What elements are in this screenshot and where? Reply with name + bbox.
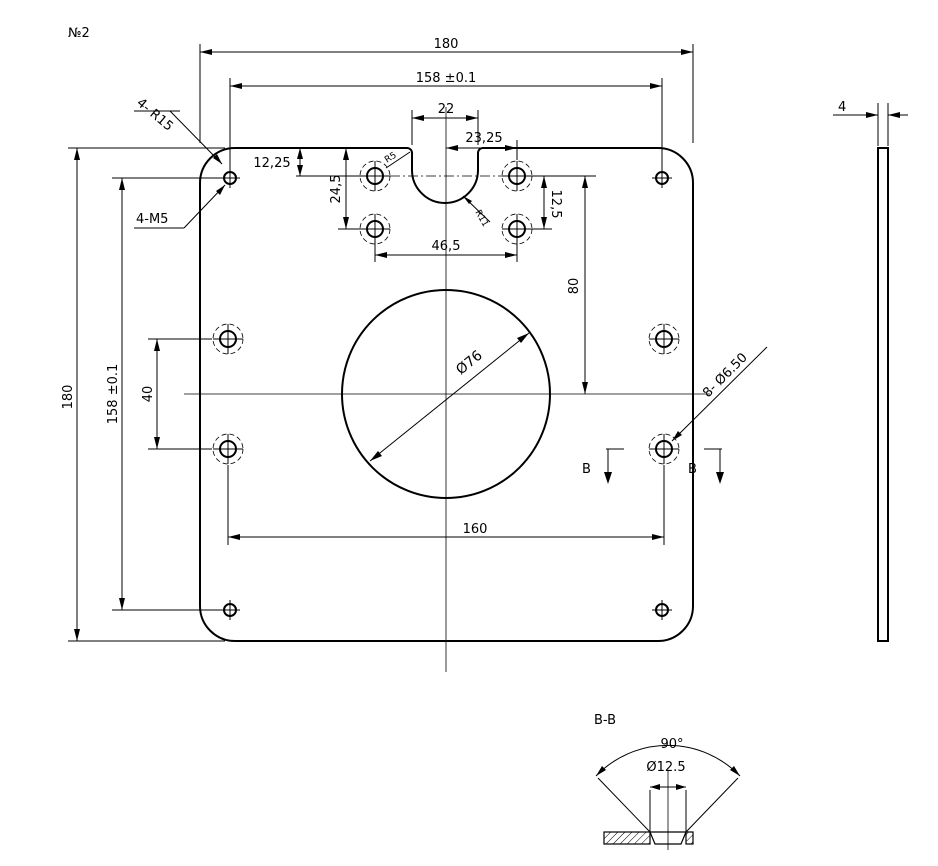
- dim-hole-vertical: [338, 148, 360, 230]
- dim-overall-width-label: 180: [434, 37, 459, 52]
- dim-thickness: [833, 103, 908, 146]
- dim-top-offset: [296, 147, 360, 177]
- corner-hole-top-right: [652, 168, 672, 188]
- sheet-number: №2: [68, 26, 90, 41]
- dim-side-hole-pitch: [227, 465, 665, 545]
- dim-hole-pitch-horizontal-label: 46,5: [432, 239, 461, 254]
- section-marker-right-label: B: [688, 462, 697, 477]
- dim-hole-spacing-left-label: 158 ±0.1: [106, 364, 121, 425]
- dim-large-hole-diameter-label: Ø76: [453, 348, 486, 379]
- callout-corner-radius: 4- R15: [133, 96, 175, 135]
- dim-overall-width: [199, 44, 694, 143]
- corner-hole-bottom-right: [652, 600, 672, 620]
- dim-thickness-label: 4: [838, 100, 846, 115]
- countersunk-hole-top-3: [359, 213, 391, 245]
- dim-hole-pitch-vertical-label: 12,5: [548, 190, 563, 219]
- dim-hole-spacing-left: [112, 177, 222, 611]
- dim-hole-spacing-top: [229, 78, 663, 170]
- countersunk-hole-top-1: [359, 160, 391, 192]
- dim-hole-pitch-vertical: [532, 176, 552, 230]
- side-view-profile: [877, 147, 889, 642]
- dim-center-to-holes: [532, 175, 596, 394]
- dim-side-hole-spacing-label: 40: [141, 386, 156, 403]
- large-center-hole: [341, 289, 551, 499]
- dim-slot-offset-label: 23,25: [465, 131, 502, 146]
- section-title: B-B: [594, 713, 616, 728]
- callout-slot-radius-small-leader: [385, 151, 411, 169]
- callout-corner-radius-leader: [134, 110, 223, 165]
- dim-overall-height-label: 180: [61, 385, 76, 410]
- corner-hole-bottom-left: [220, 600, 240, 620]
- countersunk-hole-left-upper: [212, 323, 244, 355]
- countersunk-hole-right-lower: [648, 433, 680, 465]
- plate-outline: [199, 147, 694, 642]
- callout-countersunk-holes: 8- Ø6.50: [700, 350, 750, 400]
- section-marker-right: [704, 448, 724, 484]
- countersunk-hole-right-upper: [648, 323, 680, 355]
- dim-slot-width-label: 22: [438, 102, 455, 117]
- corner-hole-top-left: [220, 168, 240, 188]
- section-angle-label: 90°: [660, 737, 683, 752]
- callout-slot-radius-small: R5: [383, 151, 398, 166]
- dim-overall-height: [68, 147, 225, 642]
- countersunk-hole-top-2: [501, 160, 533, 192]
- dim-hole-spacing-top-label: 158 ±0.1: [416, 71, 477, 86]
- callout-slot-radius-large: R11: [472, 209, 490, 229]
- dim-center-to-holes-label: 80: [567, 278, 582, 295]
- dim-slot-offset: [446, 140, 518, 160]
- section-diameter-label: Ø12.5: [646, 760, 685, 775]
- dim-side-hole-pitch-label: 160: [463, 522, 488, 537]
- callout-threaded-holes: 4-M5: [136, 212, 168, 227]
- countersunk-hole-top-4: [501, 213, 533, 245]
- callout-threaded-holes-leader: [134, 184, 226, 229]
- dim-large-hole-diameter: [369, 332, 530, 462]
- countersunk-hole-left-lower: [212, 433, 244, 465]
- section-detail-body: [595, 744, 741, 850]
- dim-top-offset-label: 12,25: [253, 156, 290, 171]
- callout-countersunk-leader: [671, 346, 768, 442]
- callout-slot-radius-large-leader: [462, 195, 491, 223]
- dim-hole-pitch-horizontal: [374, 244, 518, 262]
- section-marker-left-label: B: [582, 462, 591, 477]
- dim-side-hole-spacing: [148, 338, 212, 450]
- dim-hole-vertical-label: 24,5: [329, 175, 344, 204]
- dim-slot-width: [411, 110, 479, 145]
- section-marker-left: [604, 448, 624, 484]
